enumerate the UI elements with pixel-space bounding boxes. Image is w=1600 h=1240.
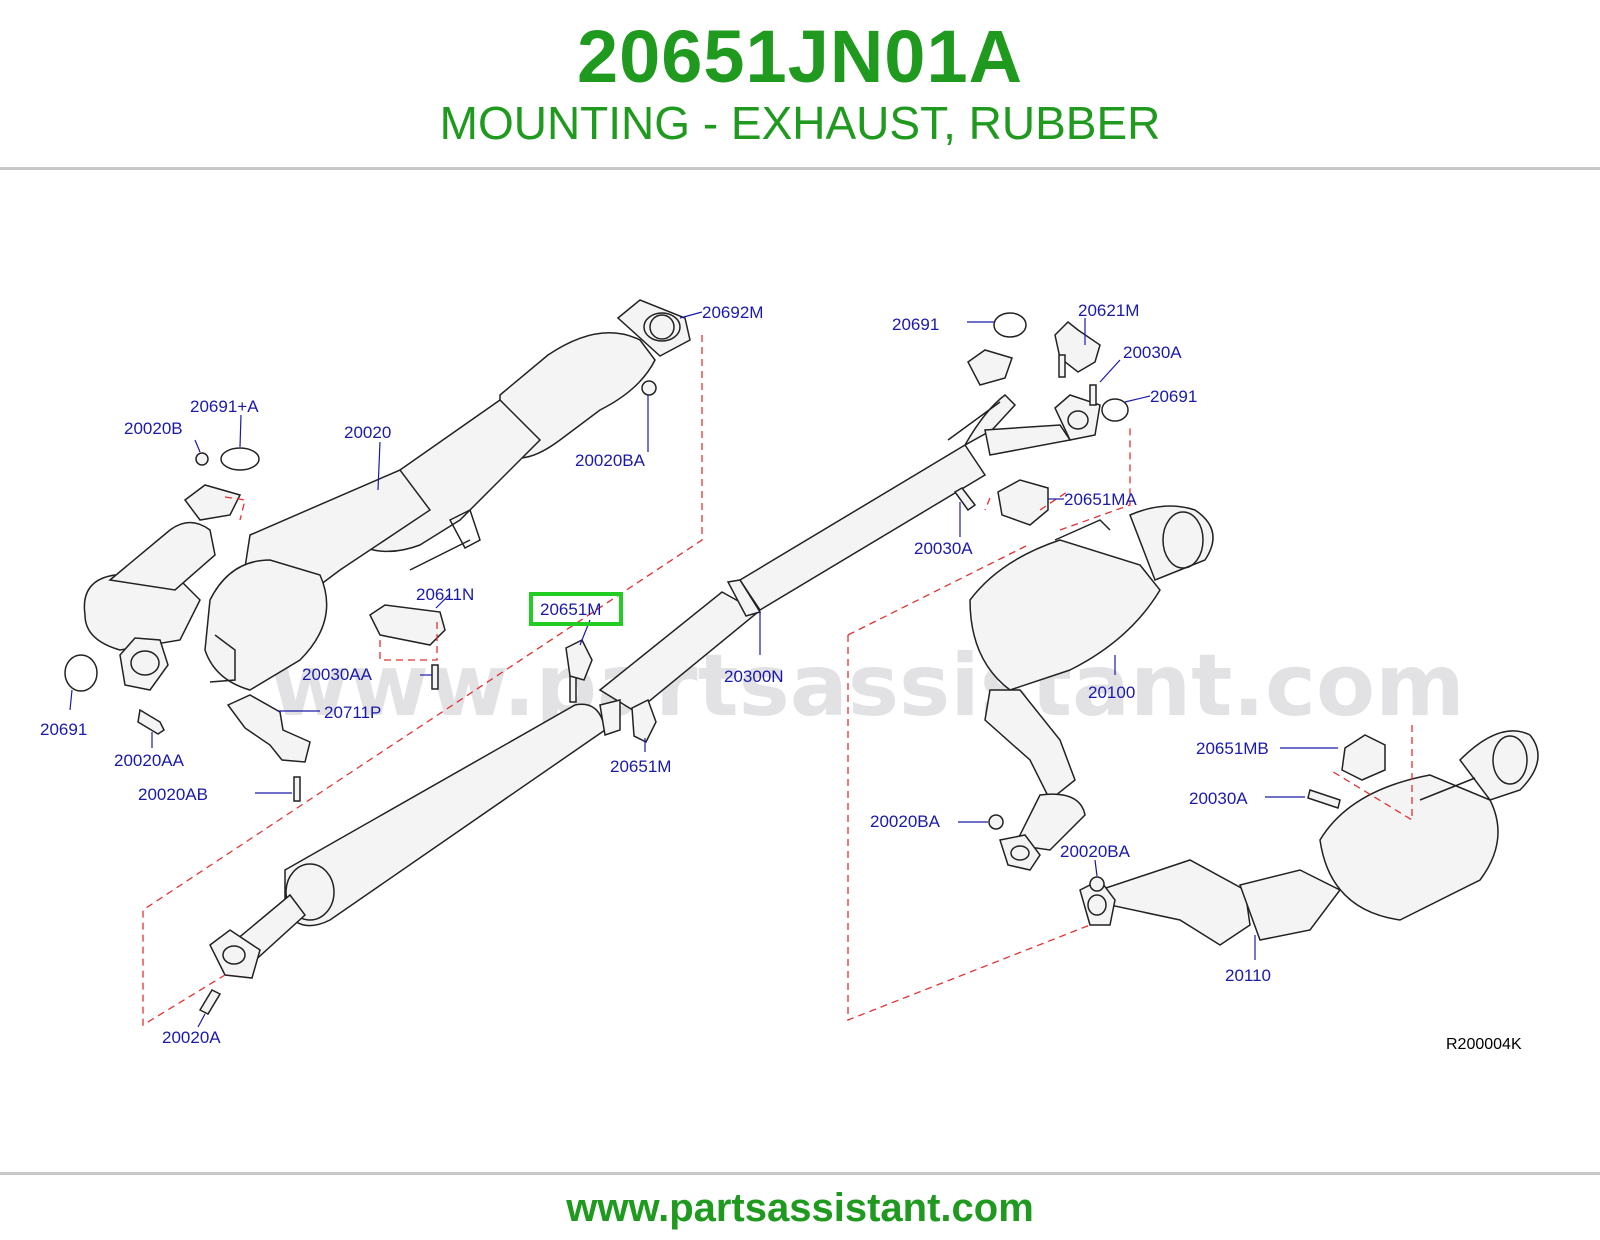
label-20651M-lower[interactable]: 20651M — [610, 757, 671, 776]
label-20020AA[interactable]: 20020AA — [114, 751, 185, 770]
bolt-20030A-right[interactable] — [1089, 384, 1097, 406]
label-20030A-mid[interactable]: 20030A — [914, 539, 973, 558]
label-20030A-lower[interactable]: 20030A — [1189, 789, 1248, 808]
rear-muffler-20110[interactable] — [1079, 730, 1539, 946]
bracket-20711P[interactable] — [226, 694, 311, 763]
mounting-rubber-20651M-lower[interactable] — [631, 698, 657, 744]
watermark-text: www.partsassistant.com — [270, 636, 1465, 736]
gasket-20692M[interactable] — [643, 312, 681, 342]
mounting-20651MB[interactable] — [1341, 734, 1386, 781]
label-20020B[interactable]: 20020B — [124, 419, 183, 438]
label-20020[interactable]: 20020 — [344, 423, 391, 442]
gasket-20691-top[interactable] — [993, 312, 1027, 338]
center-pipe-20300N[interactable] — [209, 349, 1101, 979]
mounting-rubber-20651M-upper[interactable] — [565, 638, 593, 681]
label-20621M[interactable]: 20621M — [1078, 301, 1139, 320]
highlight-box-20651M — [529, 592, 623, 626]
nut-20020BA-mid[interactable] — [988, 814, 1004, 830]
bolt-20030A-upper[interactable] — [1058, 354, 1066, 378]
pin-20020A[interactable] — [198, 989, 222, 1015]
bolt-20030A-lower[interactable] — [1307, 789, 1341, 809]
footer-divider — [0, 1172, 1600, 1175]
label-20691A[interactable]: 20691+A — [190, 397, 259, 416]
main-muffler-20100[interactable] — [969, 505, 1214, 871]
label-20100[interactable]: 20100 — [1088, 683, 1135, 702]
part-description: MOUNTING - EXHAUST, RUBBER — [439, 97, 1161, 149]
label-20711P[interactable]: 20711P — [324, 703, 381, 722]
gasket-20691A[interactable] — [220, 447, 260, 471]
bracket-20611N[interactable] — [369, 604, 446, 646]
header-divider — [0, 167, 1600, 170]
footer-website-link[interactable]: www.partsassistant.com — [566, 1186, 1034, 1230]
page-header: 20651JN01A MOUNTING - EXHAUST, RUBBER — [0, 0, 1600, 170]
gasket-20691-right[interactable] — [1101, 398, 1129, 422]
label-20691-left[interactable]: 20691 — [40, 720, 87, 739]
label-20020A[interactable]: 20020A — [162, 1028, 221, 1047]
label-20300N[interactable]: 20300N — [724, 667, 784, 686]
label-20691-right[interactable]: 20691 — [1150, 387, 1197, 406]
label-20651MB[interactable]: 20651MB — [1196, 739, 1269, 758]
label-20020BA-upper[interactable]: 20020BA — [575, 451, 646, 470]
label-20651MA[interactable]: 20651MA — [1064, 490, 1137, 509]
part-number-title: 20651JN01A — [576, 15, 1024, 98]
front-tube-assembly-20020[interactable] — [83, 299, 691, 691]
label-20651M-highlighted[interactable]: 20651M — [540, 600, 601, 619]
label-20020BA-lower[interactable]: 20020BA — [1060, 842, 1131, 861]
label-20110[interactable]: 20110 — [1225, 966, 1271, 985]
gasket-20691-left[interactable] — [64, 654, 98, 692]
bolt-20030A-mid[interactable] — [953, 487, 977, 512]
nut-20020B[interactable] — [195, 452, 209, 466]
nut-20020BA-lower[interactable] — [1089, 876, 1105, 892]
label-20020AB[interactable]: 20020AB — [138, 785, 208, 804]
mounting-20651MA[interactable] — [997, 479, 1049, 526]
bolt-20020AB[interactable] — [293, 776, 301, 802]
label-20030A-upper[interactable]: 20030A — [1123, 343, 1182, 362]
label-20611N[interactable]: 20611N — [416, 585, 474, 604]
bolt-20020AA[interactable] — [137, 708, 165, 735]
label-20691-top[interactable]: 20691 — [892, 315, 939, 334]
label-20020BA-mid[interactable]: 20020BA — [870, 812, 941, 831]
label-20692M[interactable]: 20692M — [702, 303, 763, 322]
label-20030AA[interactable]: 20030AA — [302, 665, 373, 684]
diagram-reference-code: R200004K — [1446, 1036, 1522, 1053]
nut-20020BA-upper[interactable] — [641, 380, 657, 396]
bolt-20030AA[interactable] — [431, 664, 439, 690]
